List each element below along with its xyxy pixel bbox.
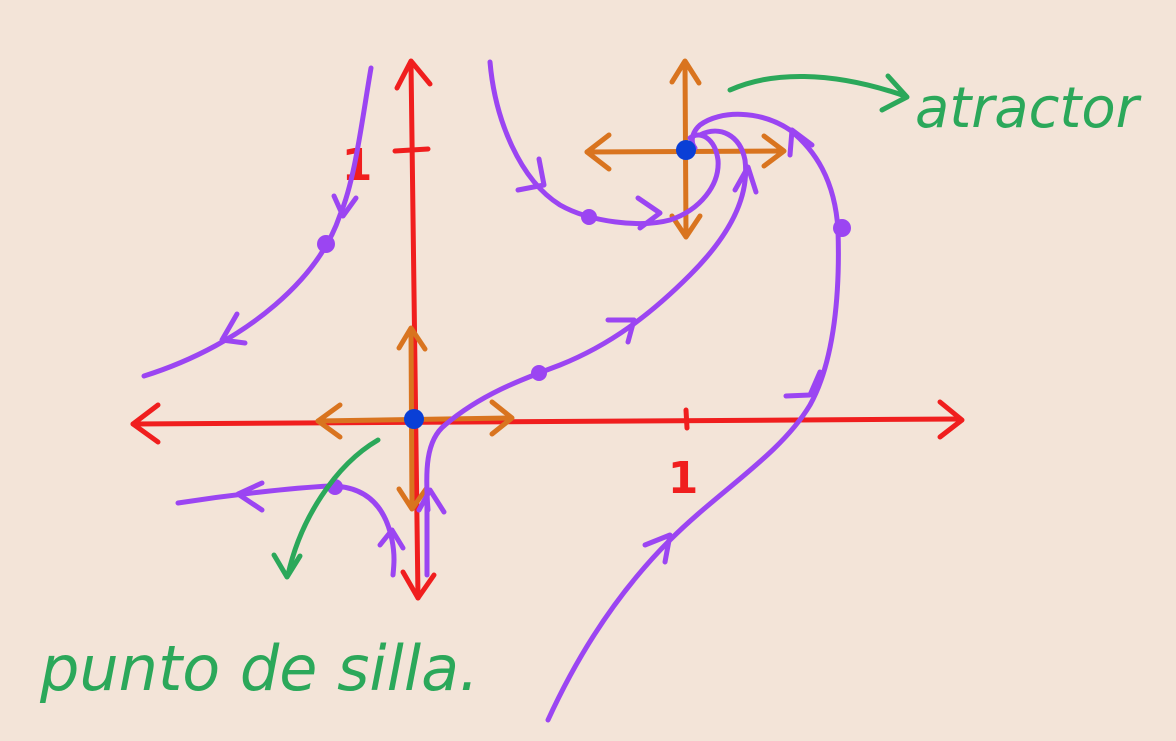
main-axes — [130, 58, 965, 601]
saddle-arrow-left — [315, 402, 343, 440]
local-axes — [315, 58, 787, 512]
trajectory-lower-left-arrow-2 — [377, 527, 406, 551]
x-tick-1 — [683, 407, 690, 431]
trajectory-outer-right-arrow-3 — [787, 127, 815, 158]
trajectory-lower-left-arrow-1 — [235, 480, 265, 513]
saddle-arrow-right — [489, 399, 515, 437]
saddle-pointer-arrow — [285, 437, 381, 578]
trajectory-outer-right-arrow-1 — [642, 532, 673, 565]
trajectory-outer-right-arrow-2 — [783, 369, 823, 399]
annotation-arrows — [271, 73, 910, 580]
trajectory-top-inflow-arrow-2 — [635, 195, 663, 231]
attractor-label: atractor — [915, 76, 1142, 141]
saddle-arrow-up — [396, 325, 428, 352]
y-axis-arrow-down — [400, 569, 437, 601]
trajectory-lower-left — [175, 483, 397, 578]
trajectory-dot — [531, 365, 547, 381]
trajectory-upper-left — [141, 65, 374, 379]
attractor-pointer-arrow — [727, 74, 908, 99]
attractor-arrow-left — [584, 132, 612, 172]
trajectory-outer-right — [545, 111, 841, 723]
attractor-pointer-arrowhead — [879, 73, 910, 113]
trajectory-central-arrow-2 — [732, 164, 759, 195]
trajectory-central-arrow-1 — [605, 317, 637, 345]
trajectory-dot — [833, 219, 851, 237]
x-tick-label: 1 — [668, 453, 699, 504]
saddle-arrow-down — [396, 486, 429, 512]
attractor-point — [676, 140, 696, 160]
trajectory-upper-left-arrow-1 — [331, 193, 359, 219]
x-axis — [130, 416, 963, 427]
attractor-arrow-up — [669, 58, 702, 86]
attractor-arrow-down — [669, 213, 703, 240]
attractor-arrow-right — [761, 133, 787, 169]
saddle-pointer-arrowhead — [271, 552, 303, 580]
x-axis-arrow-left — [130, 402, 161, 445]
saddle-point — [404, 409, 424, 429]
equilibria — [404, 140, 696, 429]
y-tick-1 — [392, 146, 431, 154]
trajectory-central — [424, 128, 749, 513]
trajectories — [141, 59, 841, 723]
y-axis-arrow-up — [394, 58, 433, 91]
x-axis-arrow-right — [937, 399, 965, 440]
saddle-label: punto de silla. — [39, 632, 479, 705]
trajectory-vertical-arrow — [416, 487, 447, 515]
trajectory-upper-left-arrow-2 — [219, 311, 248, 346]
trajectory-dot — [581, 209, 597, 225]
trajectory-top-inflow-arrow-1 — [515, 156, 547, 193]
trajectory-dot — [317, 235, 335, 253]
